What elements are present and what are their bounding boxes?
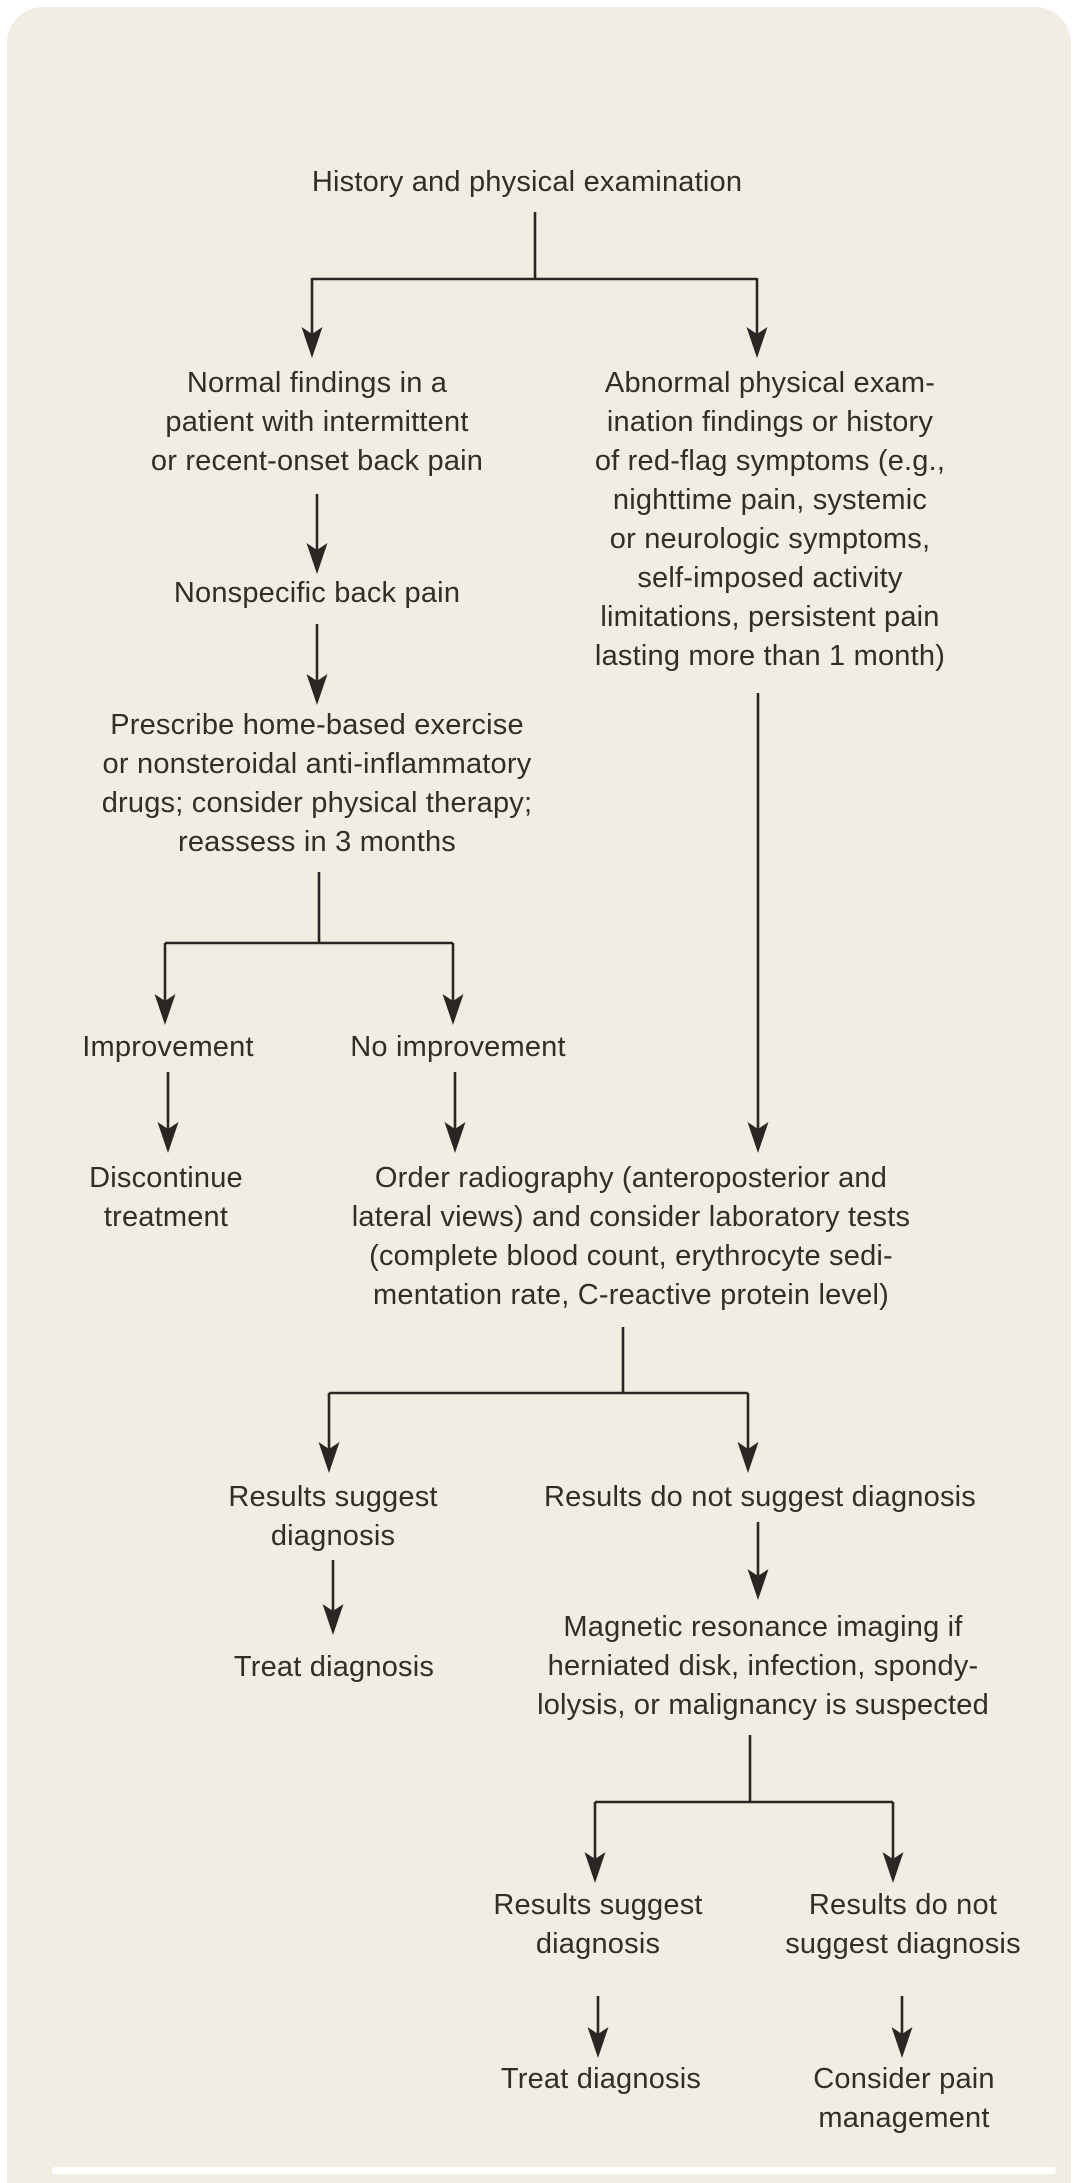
node-prescribe-exercise: Prescribe home-based exercise or nonster… — [101, 709, 533, 858]
arrowhead-down-icon — [444, 1122, 466, 1153]
node-results-not-suggest-diagnosis-2: Results do not suggest diagnosis — [785, 1889, 1021, 1960]
arrowhead-down-icon — [442, 994, 464, 1025]
node-abnormal-findings: Abnormal physical exam- ination findings… — [594, 367, 946, 672]
arrowhead-down-icon — [746, 327, 768, 358]
node-consider-pain-management: Consider pain management — [813, 2063, 995, 2134]
arrowhead-down-icon — [891, 2027, 913, 2058]
node-results-suggest-diagnosis-2: Results suggest diagnosis — [493, 1889, 703, 1960]
node-history-physical-exam: History and physical examination — [311, 166, 743, 198]
node-nonspecific-back-pain: Nonspecific back pain — [173, 577, 461, 609]
bottom-divider-strip — [52, 2167, 1056, 2174]
node-discontinue-treatment: Discontinue treatment — [89, 1162, 243, 1233]
arrowhead-down-icon — [306, 674, 328, 705]
arrowhead-down-icon — [747, 1122, 769, 1153]
node-treat-diagnosis-1: Treat diagnosis — [233, 1651, 435, 1683]
node-treat-diagnosis-2: Treat diagnosis — [500, 2063, 702, 2095]
arrowhead-down-icon — [737, 1442, 759, 1473]
node-normal-findings: Normal findings in a patient with interm… — [150, 367, 484, 477]
arrowhead-down-icon — [584, 1852, 606, 1883]
node-results-suggest-diagnosis-1: Results suggest diagnosis — [228, 1481, 438, 1552]
arrowhead-down-icon — [587, 2027, 609, 2058]
arrowhead-down-icon — [318, 1442, 340, 1473]
node-improvement: Improvement — [82, 1031, 254, 1063]
arrowhead-down-icon — [882, 1852, 904, 1883]
arrowhead-down-icon — [301, 327, 323, 358]
node-order-radiography: Order radiography (anteroposterior and l… — [351, 1162, 911, 1311]
arrowhead-down-icon — [322, 1604, 344, 1635]
arrowhead-down-icon — [154, 994, 176, 1025]
node-mri: Magnetic resonance imaging if herniated … — [537, 1611, 989, 1721]
arrowhead-down-icon — [157, 1122, 179, 1153]
arrowhead-down-icon — [306, 543, 328, 574]
arrowhead-down-icon — [747, 1569, 769, 1600]
node-results-not-suggest-diagnosis-1: Results do not suggest diagnosis — [544, 1481, 976, 1513]
node-no-improvement: No improvement — [350, 1031, 566, 1063]
